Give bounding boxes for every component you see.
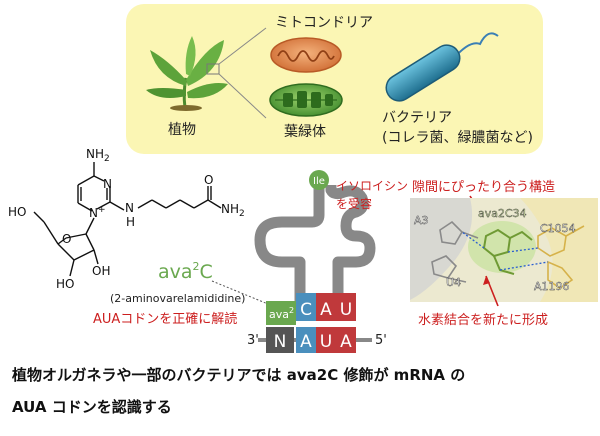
anticodon-u-box (336, 293, 356, 321)
codon-a1-box (296, 327, 316, 353)
codon-u: U (320, 332, 332, 352)
zoom-line-bottom (218, 73, 267, 119)
chloroplast-icon (269, 83, 343, 117)
five-prime-label: 5' (375, 333, 387, 348)
residue-labels: A3 ava2C34 C1054 U4 A1196 (414, 207, 576, 293)
structure-panel: 隙間にぴったり合う構造 A3 ava2C3 (410, 180, 598, 328)
trna-diagram: Ile イソロイシン を受容 ava2 C A U 3' 5' N A U A (247, 170, 408, 353)
ava2c-decode-label: AUAコドンを正確に解読 (93, 311, 237, 327)
molecule-atom-labels: NH2 N N+ N H O NH2 HO O HO OH (8, 147, 245, 291)
residue-c1054: C1054 (540, 222, 576, 235)
atom-oh-bottom-right: OH (92, 264, 110, 278)
bacteria-label: バクテリア (382, 110, 452, 126)
codon-n: N (274, 332, 287, 352)
caption-line2: AUA コドンを認識する (12, 398, 172, 416)
atom-nh2-terminal: NH2 (221, 202, 245, 219)
codon-a2: A (340, 332, 352, 352)
surface-left (410, 198, 473, 300)
codon-a1: A (300, 332, 312, 352)
atom-nh2-top: NH2 (86, 147, 110, 164)
ile-text: Ile (313, 176, 325, 187)
zoom-box (206, 63, 220, 75)
plant-label: 植物 (168, 122, 196, 138)
anticodon-u: U (340, 300, 352, 320)
residue-ava2c34: ava2C34 (478, 207, 527, 220)
mitochondria-label: ミトコンドリア (275, 15, 373, 31)
hbond-arrow-head (483, 276, 490, 285)
ava2c-full-name: (2-aminovarelamididine) (110, 292, 245, 305)
zoom-line-top (218, 27, 267, 65)
atom-ho-bottom-left: HO (56, 277, 74, 291)
caption-line1: 植物オルガネラや一部のバクテリアでは ava2C 修飾が mRNA の (12, 366, 465, 384)
surface-right (520, 198, 598, 302)
atom-n-plus: N+ (89, 205, 106, 220)
codon-n-box (266, 327, 294, 353)
residue-a3: A3 (414, 214, 429, 227)
residue-u4: U4 (446, 276, 461, 289)
plant-icon (146, 36, 228, 111)
mod-box-label: ava2 (269, 306, 294, 321)
mitochondria-icon (270, 37, 342, 73)
atom-ribose-o: O (62, 232, 71, 246)
residue-sticks-yellow (537, 225, 585, 289)
atom-n-linker: N (125, 201, 134, 215)
ava2c-structure (33, 162, 222, 277)
ile-label-line1: イソロイシン (336, 179, 408, 193)
anticodon-a: A (320, 300, 332, 320)
anticodon-c-box (296, 293, 316, 321)
hbond-label: 水素結合を新たに形成 (418, 312, 548, 328)
ile-label-line2: を受容 (336, 196, 372, 211)
chloroplast-label: 葉緑体 (284, 124, 326, 140)
fit-label: 隙間にぴったり合う構造 (412, 180, 555, 195)
bacteria-icon (385, 32, 499, 102)
trna-backbone (254, 184, 376, 306)
hbond-lines (461, 231, 549, 271)
residue-a1196: A1196 (534, 280, 570, 293)
codon-a2-box (336, 327, 356, 353)
ava2c-title: ava2C (158, 260, 213, 283)
ava2c-surface (468, 221, 536, 273)
codon-u-box (316, 327, 336, 353)
anticodon-a-box (316, 293, 336, 321)
atom-ho-left: HO (8, 205, 26, 219)
bacteria-note: (コレラ菌、緑膿菌など) (382, 130, 533, 146)
organism-panel: 植物 ミトコンドリア 葉緑体 バクテリア (コレラ菌、緑膿菌など) (126, 4, 543, 154)
atom-n-ring: N (103, 177, 112, 191)
panel-background (126, 4, 543, 154)
three-prime-label: 3' (247, 333, 259, 348)
atom-carbonyl-o: O (204, 173, 213, 187)
mod-box (266, 301, 296, 325)
anticodon-c: C (300, 300, 312, 320)
residue-sticks-gray (431, 220, 479, 283)
ile-circle (309, 170, 329, 190)
atom-h-linker: H (126, 215, 135, 229)
